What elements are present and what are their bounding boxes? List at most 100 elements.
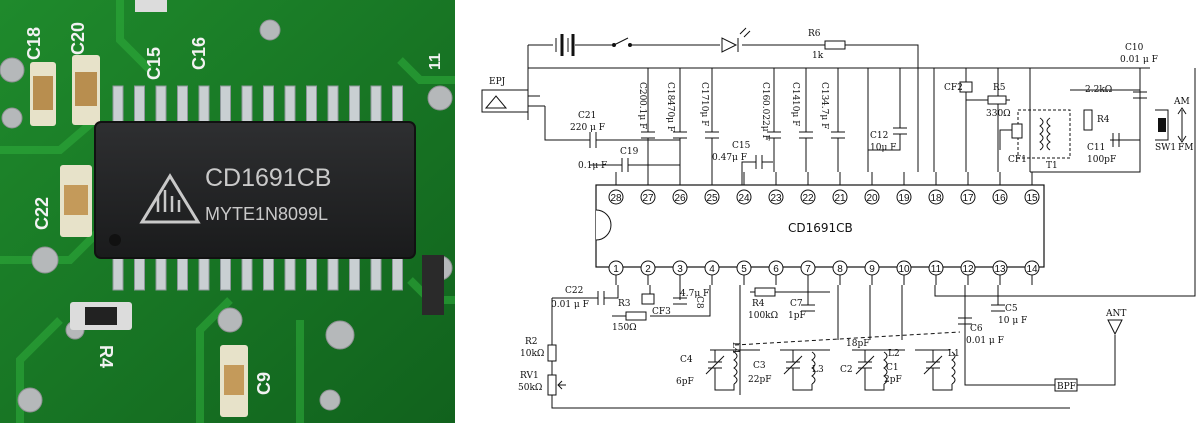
inductor-coil-icon: [883, 351, 888, 385]
resistor-r6: [824, 40, 846, 50]
label-l3: L3: [812, 365, 824, 375]
ic-pin-label-bottom: 5: [741, 264, 747, 275]
label-epj: EPJ: [489, 77, 506, 87]
label-r5: R5: [993, 83, 1006, 93]
ic-pin-top: [832, 189, 848, 205]
ic-pin-top: [960, 189, 976, 205]
ic-pin-label-bottom: 6: [773, 264, 779, 275]
label-t1: T1: [1046, 161, 1058, 171]
label-c15-value: 0.47μ F: [712, 153, 747, 163]
ic-pin-top: [864, 189, 880, 205]
label-c6-value: 0.01 μ F: [966, 336, 1004, 346]
ic-pin-top: [672, 189, 688, 205]
inductor-coil-icon: [811, 351, 816, 385]
ic-pin-label-bottom: 14: [1026, 264, 1038, 275]
label-r6: R6: [808, 29, 821, 39]
ic-pin-label-bottom: 7: [805, 264, 811, 275]
label-sw1: SW1: [1155, 143, 1176, 153]
power-switch-icon: [612, 37, 632, 47]
smd-parts: [30, 0, 444, 417]
ic-pin-bottom: [608, 260, 624, 276]
chip-pin-bottom: [349, 255, 360, 291]
ic-pin-label-top: 18: [930, 193, 942, 204]
label-rv1: RV1: [520, 371, 539, 381]
label-c13: C13: [819, 82, 829, 101]
chip-pin-top: [306, 85, 317, 125]
ic-pin-label-top: 22: [802, 193, 814, 204]
label-rv1-value: 50kΩ: [518, 383, 542, 393]
chip-pin-bottom: [177, 255, 188, 291]
chip-pin-bottom: [198, 255, 210, 291]
chip-pin-top: [177, 85, 188, 125]
ic-pin-label-bottom: 10: [898, 264, 910, 275]
chip-pin-top: [198, 85, 210, 125]
label-l4: L4: [730, 342, 740, 354]
ic-pin-label-top: 19: [898, 193, 910, 204]
label-c20-value: 0.1μ F: [637, 100, 647, 129]
variable-arrow-icon: [783, 355, 803, 375]
ic-pin-top: [1024, 189, 1040, 205]
variable-arrow-icon: [923, 355, 943, 375]
label-am: AM: [1173, 97, 1190, 107]
chip-marking-model: CD1691CB: [205, 164, 331, 192]
tank-wire: [932, 350, 953, 391]
ic-pin-label-top: 15: [1026, 193, 1038, 204]
chip-pin-bottom: [327, 255, 339, 291]
label-cf1: CF1: [1008, 155, 1027, 165]
silk-c16: C16: [189, 37, 209, 70]
ic-pin-label-top: 28: [610, 193, 622, 204]
ic-pin-bottom: [768, 260, 784, 276]
chip-pin-bottom: [392, 255, 403, 291]
variable-arrow-icon: [705, 355, 725, 375]
led-icon: [721, 27, 751, 53]
ic-pin-top: [928, 189, 944, 205]
ic-pin-bottom: [896, 260, 912, 276]
chip-pin-top: [134, 85, 145, 125]
chip-pin-bottom: [112, 255, 124, 291]
label-r4-bottom: R4: [752, 299, 765, 309]
inductor-coil-icon: [733, 351, 738, 385]
ic-pin-bottom: [960, 260, 976, 276]
chip-pin-bottom: [220, 255, 231, 291]
ic-pin-label-bottom: 11: [931, 264, 942, 275]
resistor-r3: [625, 311, 647, 321]
label-c7: C7: [790, 299, 803, 309]
ic-pin-label-top: 26: [674, 193, 686, 204]
ic-pin-bottom: [672, 260, 688, 276]
ic-pin-top: [800, 189, 816, 205]
chip-pin-top: [370, 85, 382, 125]
chip-pin-top: [220, 85, 231, 125]
ic-pin-label-bottom: 9: [869, 264, 875, 275]
chip-pin-bottom: [370, 255, 382, 291]
ic-pin-bottom: [736, 260, 752, 276]
label-c14: C14: [790, 82, 800, 101]
ic-chip: CD1691CB MYTE1N8099L: [94, 121, 416, 259]
label-c18-value: 470μ F: [665, 100, 675, 132]
ic-pin-label-bottom: 12: [962, 264, 974, 275]
label-r4-value: 100kΩ: [748, 311, 778, 321]
silk-11: 11: [427, 53, 444, 70]
label-r6-value: 1k: [812, 51, 824, 61]
ic-pin-label-top: 23: [770, 193, 782, 204]
top-capacitors: [641, 68, 1031, 172]
chip-marking-lot: MYTE1N8099L: [205, 204, 328, 224]
earphone-jack-icon: [481, 89, 545, 113]
label-c1: C1: [886, 363, 899, 373]
label-r2: R2: [525, 337, 538, 347]
battery-icon: [555, 34, 575, 56]
tuning-tanks: [705, 350, 956, 391]
chip-pin-bottom: [155, 255, 167, 291]
label-c21-value: 220 μ F: [570, 123, 605, 133]
label-c1-value: 2pF: [884, 375, 902, 385]
ic-pin-label-bottom: 3: [677, 264, 683, 275]
label-c16: C16: [760, 82, 770, 101]
ic-pin-bottom: [832, 260, 848, 276]
label-c3-value: 22pF: [748, 375, 771, 385]
chip-pin-top: [392, 85, 403, 125]
label-c10: C10: [1125, 43, 1144, 53]
label-c18: C18: [665, 82, 675, 101]
chip-pin-top: [155, 85, 167, 125]
ic-pin-bottom: [992, 260, 1008, 276]
label-c2: C2: [840, 365, 853, 375]
